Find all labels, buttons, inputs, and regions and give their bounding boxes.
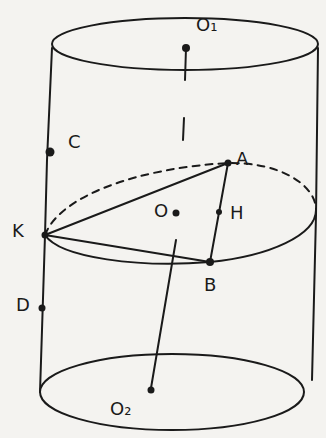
middle-back (45, 163, 316, 235)
point-label: D (16, 296, 30, 314)
point (42, 232, 49, 239)
point-label: C (68, 133, 81, 151)
bottom-base (40, 354, 304, 430)
point-label: O₂ (110, 400, 131, 418)
point (39, 305, 46, 312)
left-generatrix (40, 48, 52, 392)
axis (183, 118, 184, 140)
segment-kb (45, 235, 210, 262)
point (148, 387, 155, 394)
point-label: A (236, 150, 248, 168)
point-label: K (12, 222, 24, 240)
point-label: H (230, 204, 244, 222)
point-label: O (154, 202, 168, 220)
axis (151, 240, 176, 388)
point (182, 44, 190, 52)
point-label: O₁ (196, 16, 217, 34)
point (46, 148, 55, 157)
point (225, 160, 232, 167)
segment-ab (210, 163, 228, 262)
point (216, 209, 222, 215)
segment-ka (45, 163, 228, 235)
point-label: B (204, 276, 216, 294)
point (206, 258, 214, 266)
axis (185, 48, 186, 80)
point (173, 210, 180, 217)
